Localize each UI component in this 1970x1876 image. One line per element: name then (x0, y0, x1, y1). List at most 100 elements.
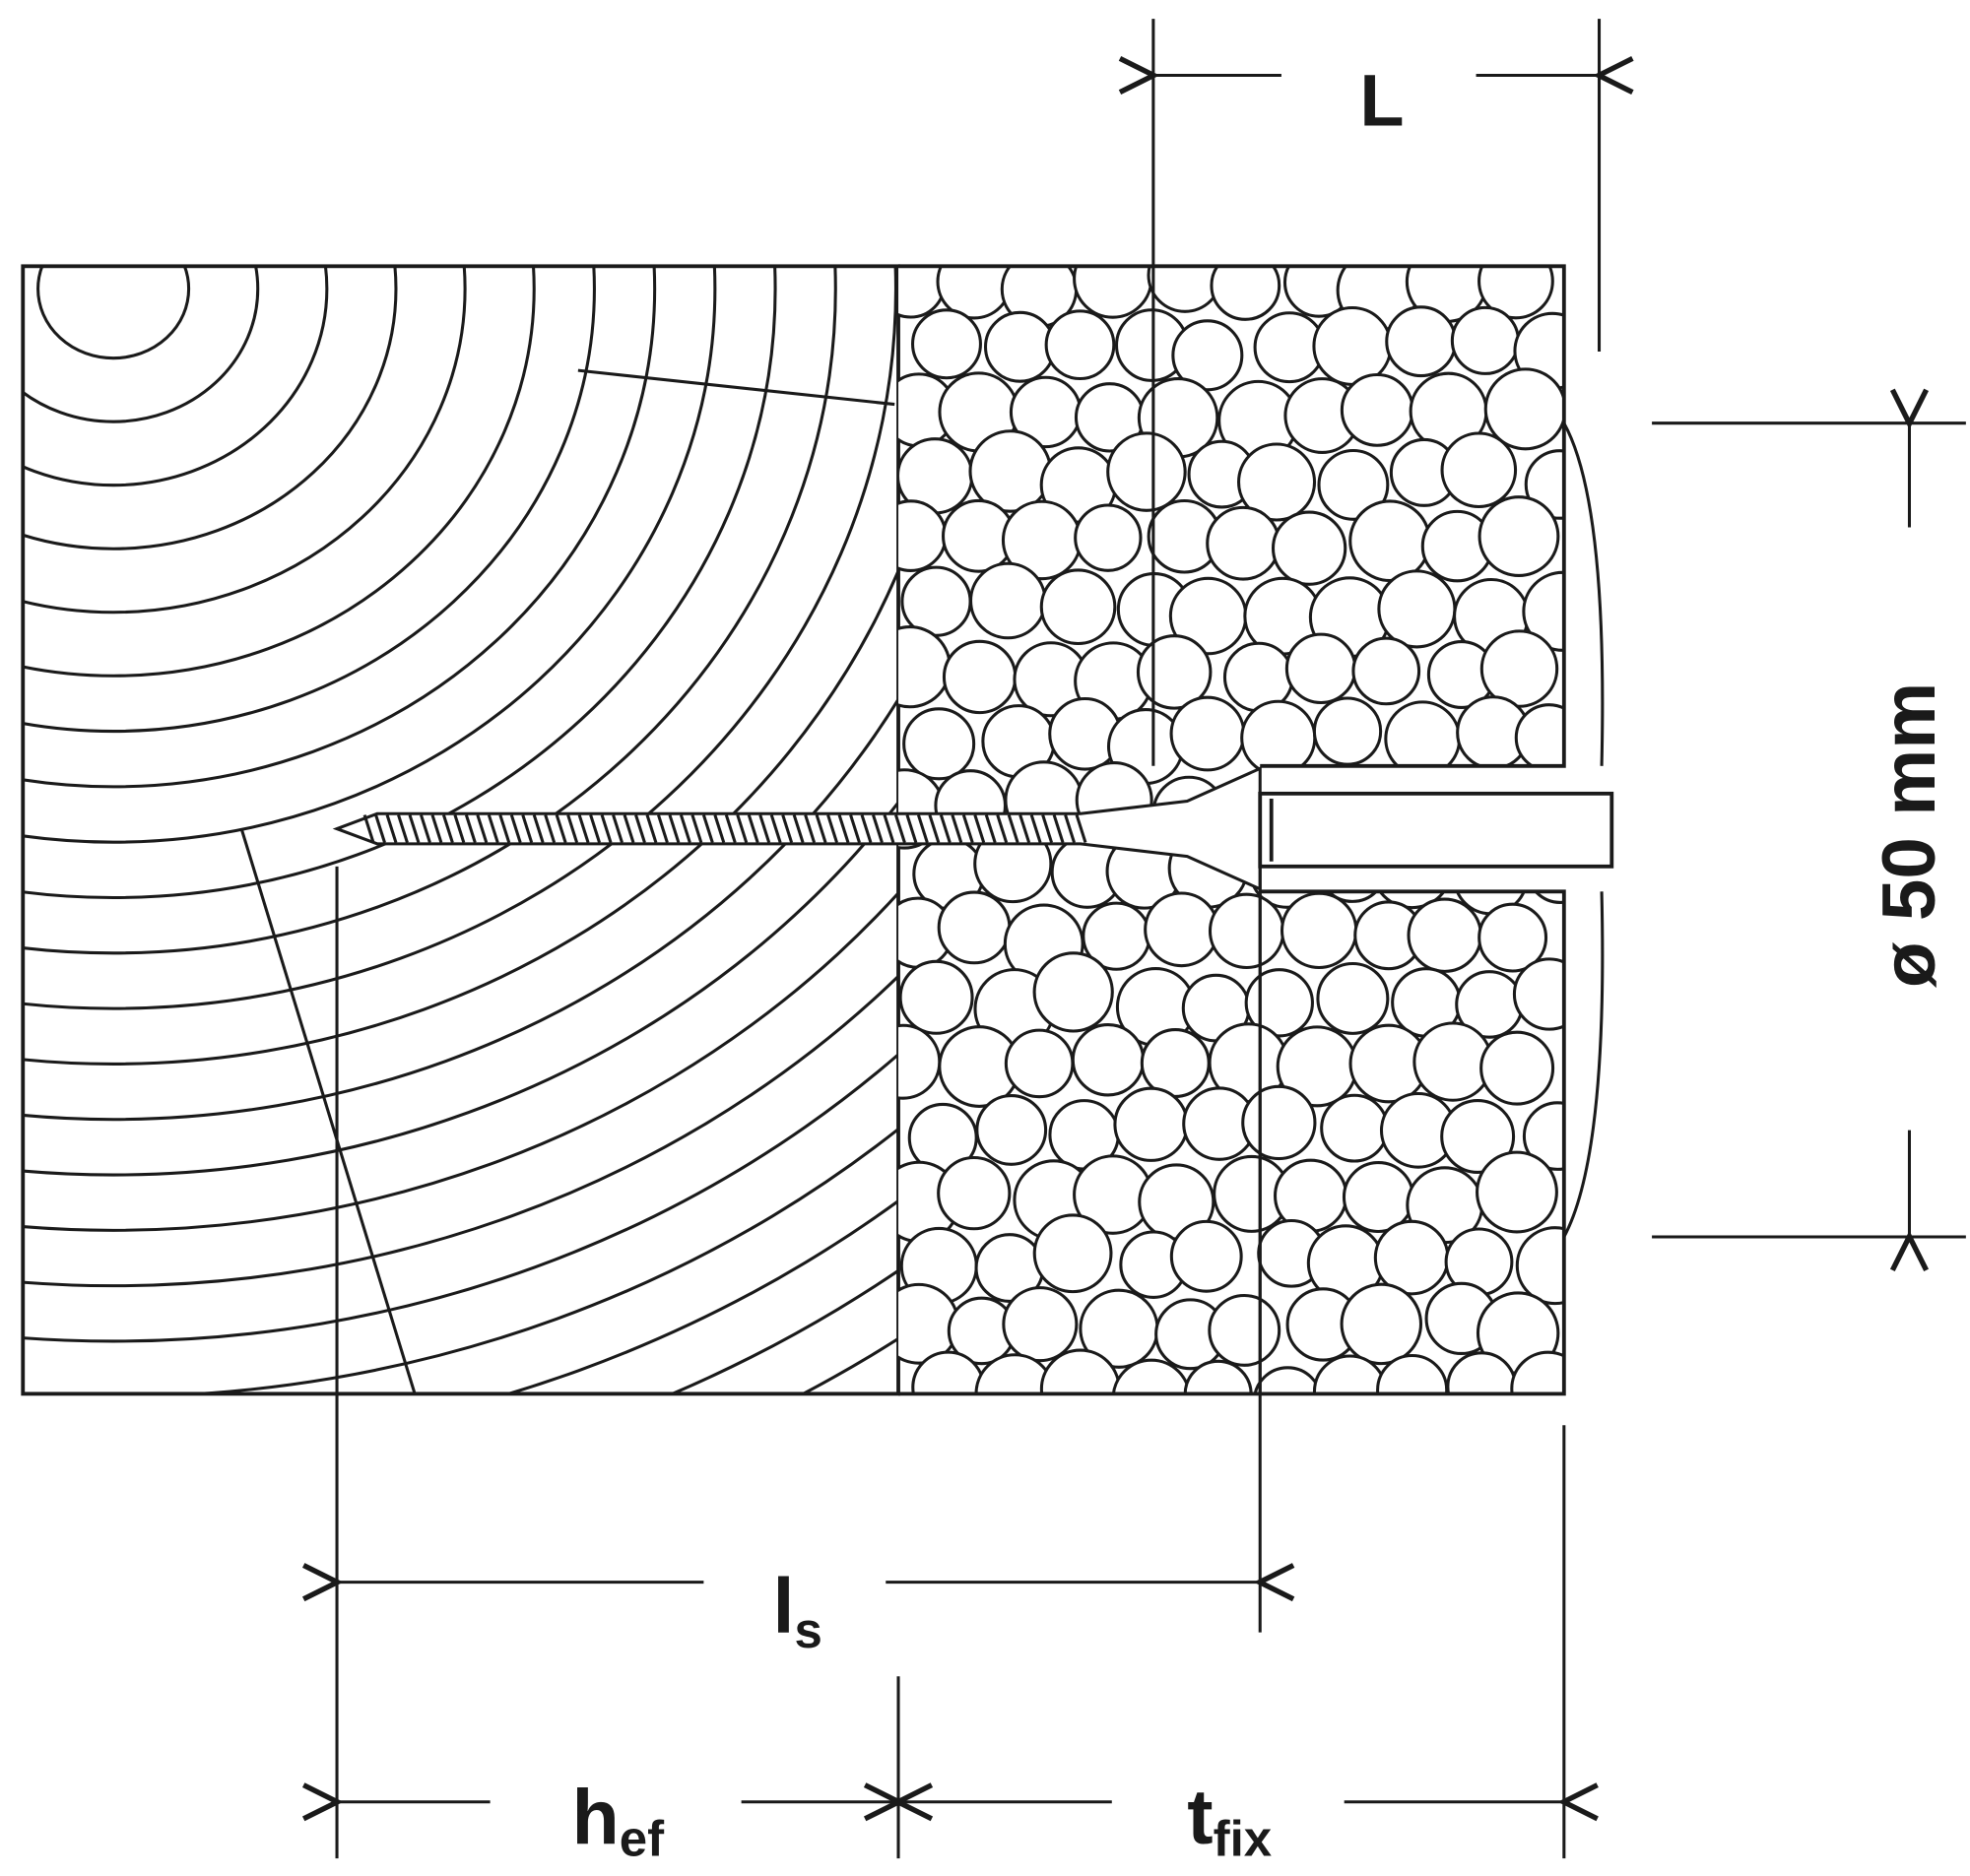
foam-bead (1210, 266, 1281, 321)
foam-bead (1284, 632, 1357, 705)
thread-line (430, 814, 443, 844)
thread-line (668, 814, 681, 844)
foam-bead (1316, 961, 1390, 1035)
thread-line (1018, 814, 1031, 844)
foam-bead (1348, 499, 1431, 583)
grain-ring (36, 266, 191, 360)
grain-ring (23, 890, 899, 1232)
foam-bead (1044, 309, 1116, 381)
grain-ring (23, 266, 398, 550)
foam-bead (1280, 891, 1358, 970)
grain-ring (23, 800, 899, 1177)
dimension-hef-tfix: hef tfix (340, 1425, 1564, 1867)
thread-line (1052, 814, 1065, 844)
thread-line (815, 814, 827, 844)
thread-line (872, 814, 884, 844)
foam-bead (1340, 372, 1414, 447)
label-hef: hef (571, 1773, 665, 1867)
thread-line (769, 814, 782, 844)
foam-bead (1440, 1099, 1516, 1174)
foam-bead (969, 561, 1047, 640)
thread-line (837, 814, 850, 844)
foam-bead (1032, 951, 1114, 1033)
thread-line (928, 814, 941, 844)
foam-bead (1039, 568, 1117, 646)
thread-line (509, 814, 522, 844)
thread-line (849, 814, 861, 844)
plug-head (1258, 791, 1614, 869)
thread-line (555, 814, 567, 844)
thread-line (589, 814, 602, 844)
foam-bead (1510, 1350, 1564, 1394)
foam-bead (911, 1350, 985, 1394)
foam-outline (898, 264, 1566, 1396)
wood-ray (239, 828, 417, 1394)
foam-bead (1373, 1219, 1450, 1296)
thread-line (544, 814, 557, 844)
foam-bead (1136, 634, 1213, 710)
wood-grain-rings (23, 266, 899, 1394)
grain-ring (23, 266, 657, 789)
thread-line (781, 814, 794, 844)
foam-bead (942, 639, 1018, 715)
thread-line (385, 814, 398, 844)
grain-ring (23, 266, 536, 678)
foam-bead (937, 1155, 1012, 1231)
foam-bead (1073, 266, 1153, 319)
foam-bead (1208, 892, 1285, 970)
thread-line (566, 814, 579, 844)
foam-bead (1317, 448, 1390, 521)
thread-line (397, 814, 409, 844)
foam-bead (1147, 266, 1223, 313)
thread-line (996, 814, 1009, 844)
grain-ring (23, 1052, 899, 1343)
foam-bead (1524, 449, 1564, 520)
foam-bead (1271, 510, 1347, 586)
thread-line (747, 814, 759, 844)
dimension-ls: ls (337, 866, 1260, 1859)
grain-ring (23, 266, 260, 423)
foam-bead (1407, 897, 1482, 973)
foam-bead (1252, 1366, 1323, 1394)
foam-bead (898, 266, 947, 319)
grain-ring (23, 696, 899, 1122)
thread-line (612, 814, 624, 844)
thread-line (623, 814, 635, 844)
foam-bead (898, 499, 948, 572)
grain-ring (23, 266, 717, 844)
foam-bead (936, 266, 1013, 320)
foam-bead (898, 1023, 942, 1100)
thread-line (916, 814, 929, 844)
foam-bead (1320, 1093, 1389, 1163)
foam-bead (983, 310, 1056, 383)
thread-line (374, 814, 386, 844)
grain-ring (23, 266, 897, 1010)
thread-line (441, 814, 454, 844)
foam-bead (1483, 367, 1564, 451)
foam-bead (1446, 1351, 1517, 1394)
thread-line (1007, 814, 1019, 844)
foam-bead (1032, 1213, 1113, 1294)
foam-bead (1004, 1028, 1075, 1099)
thread-line (408, 814, 421, 844)
label-tfix: tfix (1187, 1773, 1272, 1867)
thread-line (362, 814, 375, 844)
foam-bead (1385, 305, 1458, 378)
foam-bead (937, 890, 1012, 965)
foam-bead (1183, 1359, 1253, 1394)
thread-line (860, 814, 873, 844)
foam-bead (1512, 957, 1564, 1031)
foam-bead (1237, 442, 1317, 522)
foam-bead (1376, 1353, 1449, 1394)
thread-line (690, 814, 703, 844)
wood-crack (577, 368, 895, 407)
thread-line (1064, 814, 1076, 844)
foam-bead (1478, 902, 1548, 973)
thread-line (961, 814, 974, 844)
foam-bead (1522, 1101, 1564, 1171)
grain-ring (23, 266, 329, 487)
foam-bead (1478, 266, 1554, 320)
thread-line (577, 814, 590, 844)
thread-line (498, 814, 511, 844)
grain-ring (23, 266, 777, 899)
